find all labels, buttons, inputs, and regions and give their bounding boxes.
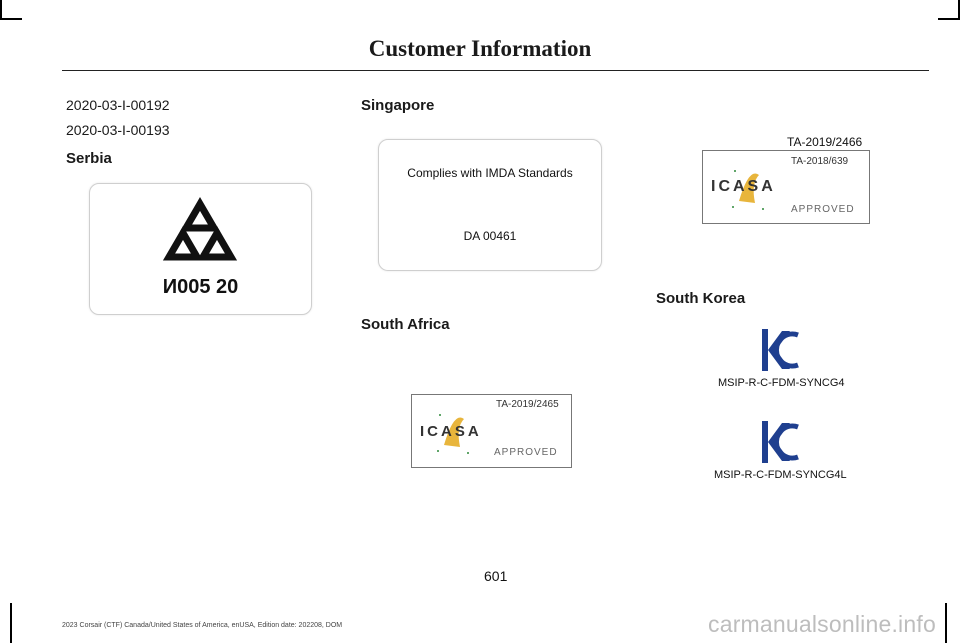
kc-cert-code-1: MSIP-R-C-FDM-SYNCG4 [718, 377, 845, 389]
south-korea-heading: South Korea [656, 290, 746, 307]
header-divider [62, 70, 929, 71]
icasa-approved: APPROVED [494, 447, 558, 458]
upper-icasa-caption: TA-2019/2466 [787, 135, 863, 149]
upper-icasa-label: TA-2018/639 ICASA APPROVED [702, 150, 870, 224]
singapore-imda-card: Complies with IMDA Standards DA 00461 [378, 139, 602, 271]
crop-mark-bottom-right-v [945, 603, 947, 643]
icasa-label-number: TA-2019/2465 [496, 399, 559, 410]
crop-mark-bottom-left-v [10, 603, 12, 643]
icasa-letters: ICASA [420, 423, 482, 440]
south-africa-heading: South Africa [361, 316, 450, 333]
serbia-mark-card: И005 20 [89, 183, 312, 315]
page-number: 601 [484, 568, 508, 584]
watermark: carmanualsonline.info [708, 611, 936, 637]
singapore-heading: Singapore [361, 97, 435, 114]
approval-code-1: 2020-03-I-00192 [66, 97, 170, 113]
crop-mark-top-left-h [0, 18, 22, 20]
serbia-mark-code: И005 20 [162, 276, 239, 298]
serbia-heading: Serbia [66, 150, 112, 167]
imda-dealer-code: DA 00461 [463, 229, 517, 243]
icasa-gold-arc-icon [437, 414, 469, 454]
upper-icasa-letters: ICASA [711, 178, 776, 195]
kc-cert-code-2: MSIP-R-C-FDM-SYNCG4L [714, 469, 847, 481]
kc-mark-icon-2 [762, 421, 799, 463]
approval-code-2: 2020-03-I-00193 [66, 122, 170, 138]
south-africa-icasa-label: TA-2019/2465 ICASA APPROVED [411, 394, 572, 468]
crop-mark-top-right-h [938, 18, 960, 20]
crop-mark-top-right-v [958, 0, 960, 20]
upper-icasa-approved: APPROVED [791, 204, 855, 215]
serbia-triangle-mark-icon [162, 197, 238, 261]
imda-standard-text: Complies with IMDA Standards [407, 166, 573, 180]
edition-footer: 2023 Corsair (CTF) Canada/United States … [62, 622, 343, 629]
page-title: Customer Information [368, 36, 592, 61]
kc-mark-icon [762, 329, 799, 371]
crop-mark-top-left-v [0, 0, 2, 20]
upper-icasa-gold-arc-icon [732, 170, 764, 210]
upper-icasa-inner-number: TA-2018/639 [791, 156, 849, 167]
